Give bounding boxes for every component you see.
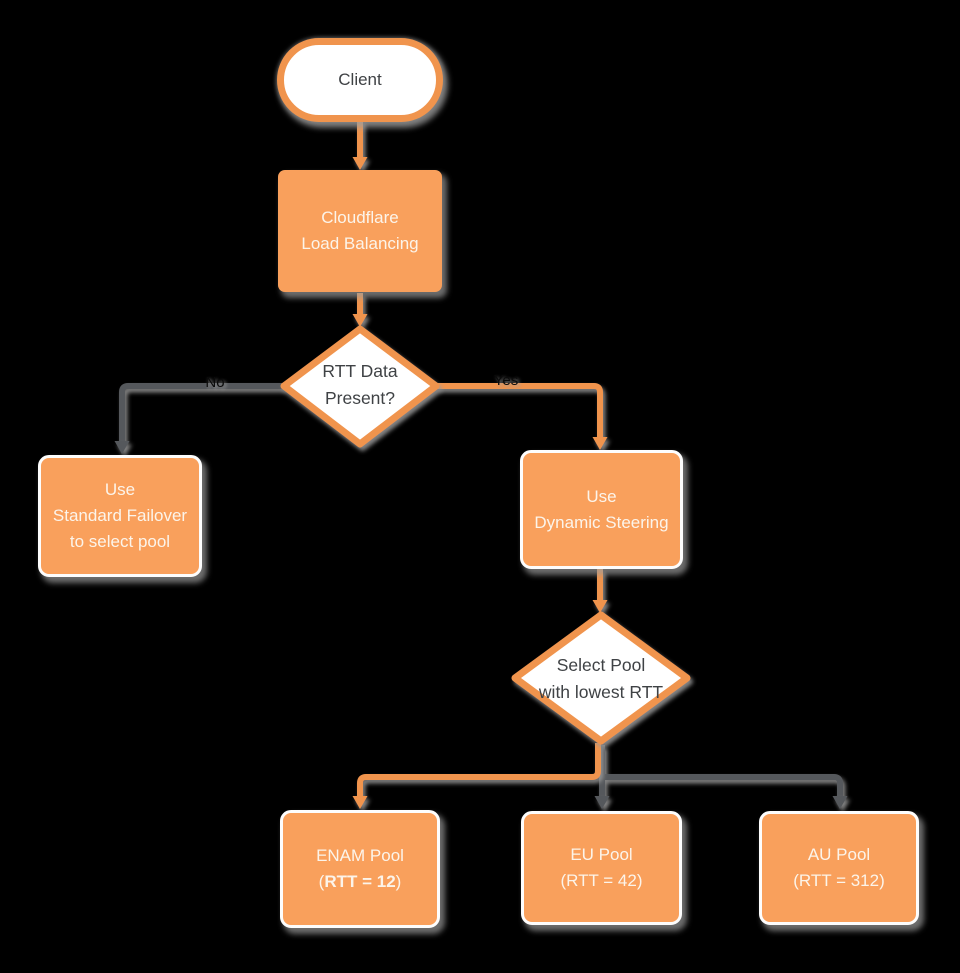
node-eu-pool: EU Pool (RTT = 42) bbox=[521, 811, 682, 925]
edge-yes-to-dynamic-steering bbox=[436, 383, 603, 438]
node-client: Client bbox=[277, 38, 443, 122]
au-pool-line1: AU Pool bbox=[807, 845, 871, 864]
decision-rtt-data-present-shape bbox=[280, 325, 440, 448]
arrowhead-rtt-decision bbox=[352, 314, 368, 327]
eu-pool-line2: (RTT = 42) bbox=[560, 871, 643, 890]
node-client-label: Client bbox=[338, 70, 382, 89]
node-au-pool: AU Pool (RTT = 312) bbox=[759, 811, 919, 925]
node-cloudflare-line1: Cloudflare bbox=[321, 208, 399, 227]
node-cloudflare-line2: Load Balancing bbox=[301, 234, 419, 253]
dynamic-steering-line2: Dynamic Steering bbox=[534, 512, 669, 532]
eu-pool-line1: EU Pool bbox=[570, 845, 633, 864]
enam-close-paren: ) bbox=[395, 872, 402, 891]
node-cloudflare-load-balancing: Cloudflare Load Balancing bbox=[278, 170, 442, 292]
enam-pool-line1: ENAM Pool bbox=[316, 846, 404, 865]
edge-label-no: No bbox=[205, 374, 225, 391]
arrowhead-dynamic-steering bbox=[592, 437, 608, 450]
edge-label-yes: Yes bbox=[493, 372, 519, 389]
enam-pool-line2: (RTT = 12) bbox=[319, 869, 402, 895]
node-enam-pool: ENAM Pool (RTT = 12) bbox=[280, 810, 440, 928]
node-dynamic-steering: Use Dynamic Steering bbox=[520, 450, 683, 569]
enam-rtt-value: RTT = 12 bbox=[324, 872, 396, 891]
standard-failover-line2: Standard Failover bbox=[52, 506, 188, 525]
decision-select-pool-shape bbox=[511, 611, 691, 745]
edge-select-pool-to-enam bbox=[357, 743, 601, 797]
node-standard-failover: Use Standard Failover to select pool bbox=[38, 455, 202, 577]
standard-failover-line3: to select pool bbox=[69, 532, 171, 551]
standard-failover-line1: Use bbox=[104, 480, 136, 499]
dynamic-steering-line1: Use bbox=[586, 486, 617, 506]
arrowhead-au-pool bbox=[832, 796, 848, 809]
arrowhead-select-pool bbox=[592, 600, 608, 613]
arrowhead-enam-pool bbox=[352, 796, 368, 809]
arrowhead-cloudflare bbox=[352, 157, 368, 170]
arrowhead-eu-pool bbox=[594, 796, 610, 809]
enam-open-paren: ( bbox=[318, 872, 325, 891]
edge-select-pool-to-au bbox=[602, 774, 843, 797]
edge-no-to-standard-failover bbox=[119, 383, 284, 442]
au-pool-line2: (RTT = 312) bbox=[793, 871, 885, 890]
arrowhead-standard-failover bbox=[114, 441, 130, 454]
